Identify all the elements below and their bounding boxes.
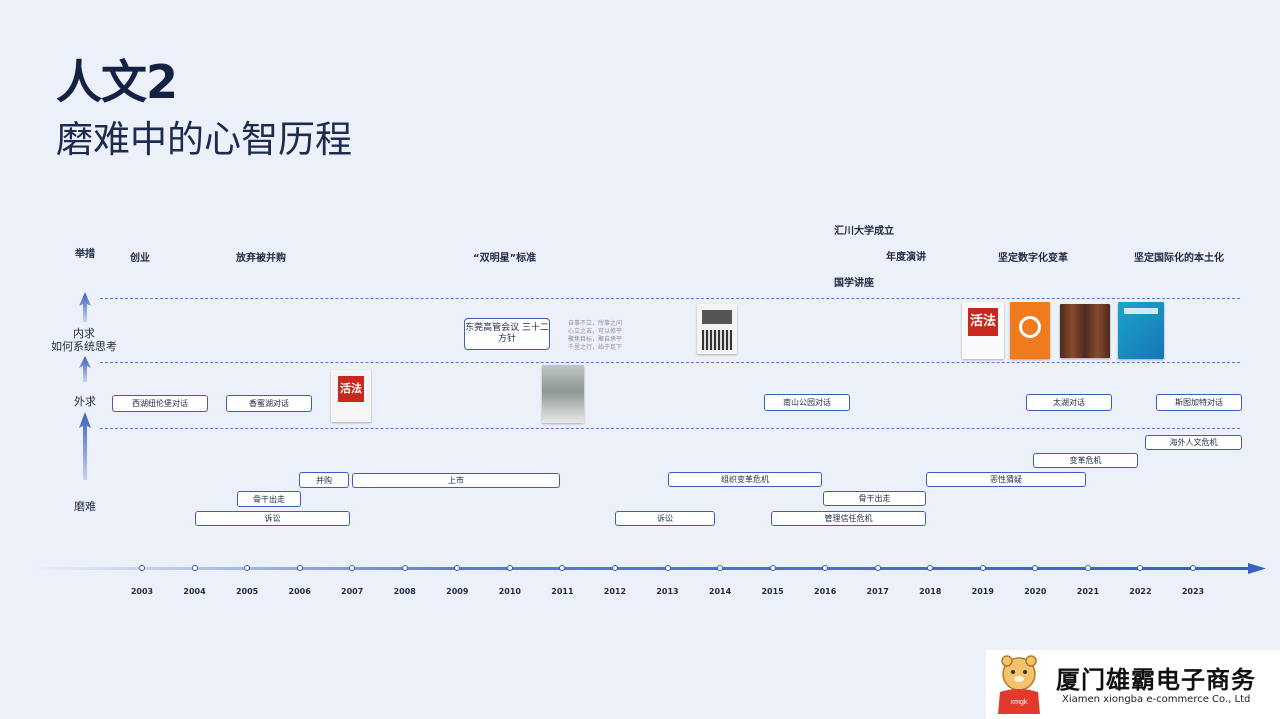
hardship-event-box: 诉讼 xyxy=(615,511,715,526)
svg-text:xmgk: xmgk xyxy=(1011,699,1028,706)
year-label: 2021 xyxy=(1076,587,1100,596)
outer-event-box: 太湖对话 xyxy=(1026,394,1112,411)
year-label: 2019 xyxy=(971,587,994,596)
row-label-inner: 内求 如何系统思考 xyxy=(51,327,117,353)
arrow-right-icon xyxy=(1248,563,1266,574)
arrow-up-icon xyxy=(79,292,91,322)
year-label: 2005 xyxy=(235,587,259,596)
timeline-tick xyxy=(296,565,303,571)
timeline-tick xyxy=(1032,565,1039,571)
hardship-event-box: 恶性猜疑 xyxy=(926,472,1086,487)
timeline-tick xyxy=(822,565,829,571)
year-label: 2011 xyxy=(551,587,574,596)
row-label-outer: 外求 xyxy=(74,395,96,408)
timeline-tick xyxy=(927,565,934,571)
outer-event-box: 南山公园对话 xyxy=(764,394,850,411)
hardship-event-box: 管理信任危机 xyxy=(771,511,926,526)
book-cover xyxy=(1118,302,1164,359)
measure-label: 坚定国际化的本土化 xyxy=(1134,253,1224,264)
row-label-hardship: 磨难 xyxy=(74,500,96,513)
inner-event-box: 东莞高管会议 三十二方针 xyxy=(464,318,550,350)
timeline-tick xyxy=(1084,565,1091,571)
timeline-tick xyxy=(139,565,145,571)
book-cover: 活法 xyxy=(962,302,1004,359)
measure-label: 创业 xyxy=(130,253,150,264)
brand-english: Xiamen xiongba e-commerce Co., Ltd xyxy=(1062,694,1251,705)
year-label: 2015 xyxy=(761,587,784,596)
row-divider xyxy=(100,362,1240,363)
year-label: 2020 xyxy=(1024,587,1047,596)
timeline-tick xyxy=(874,565,881,571)
row-divider xyxy=(100,298,1240,299)
measure-label: 年度演讲 xyxy=(886,252,926,263)
timeline-axis xyxy=(30,563,1266,574)
measure-label: 坚定数字化变革 xyxy=(998,253,1068,264)
timeline-tick xyxy=(611,565,618,571)
book-cover xyxy=(542,365,584,423)
timeline-tick xyxy=(454,565,461,571)
year-label: 2012 xyxy=(603,587,627,596)
arrow-up-icon xyxy=(79,412,91,480)
arrow-up-icon xyxy=(79,356,91,382)
book-cover xyxy=(1010,302,1050,359)
hardship-event-box: 并购 xyxy=(299,472,349,488)
hardship-event-box: 变革危机 xyxy=(1033,453,1138,468)
hardship-event-box: 上市 xyxy=(352,473,560,488)
year-label: 2008 xyxy=(393,587,416,596)
measure-label: 放弃被并购 xyxy=(236,253,286,264)
year-label: 2009 xyxy=(446,587,469,596)
measure-label: 国学讲座 xyxy=(834,278,874,289)
inner-note: 自事不立，所事之问 心立之苦，可以修平 聚焦目标，聚自承平 千里之行，始于足下 xyxy=(568,320,623,351)
outer-event-box: 香蜜湖对话 xyxy=(226,395,312,412)
book-set-cover xyxy=(1060,304,1110,358)
year-label: 2013 xyxy=(656,587,679,596)
timeline-tick xyxy=(664,565,671,571)
timeline-tick xyxy=(244,565,251,571)
year-label: 2016 xyxy=(814,587,837,596)
hardship-event-box: 骨干出走 xyxy=(823,491,926,506)
timeline-tick xyxy=(401,565,408,571)
timeline-tick xyxy=(769,565,776,571)
year-label: 2004 xyxy=(183,587,206,596)
timeline-tick xyxy=(979,565,986,571)
measure-label: 汇川大学成立 xyxy=(834,226,894,237)
vertical-arrows xyxy=(79,292,91,480)
hardship-event-box: 骨干出走 xyxy=(237,491,301,507)
year-label: 2018 xyxy=(919,587,942,596)
hardship-event-box: 海外人文危机 xyxy=(1145,435,1242,450)
year-label: 2014 xyxy=(708,587,732,596)
hardship-event-box: 组织变革危机 xyxy=(668,472,822,487)
timeline-tick xyxy=(1190,565,1196,571)
outer-event-box: 斯图加特对话 xyxy=(1156,394,1242,411)
timeline-tick xyxy=(191,565,198,571)
row-divider xyxy=(100,428,1240,429)
book-cover: 活法 xyxy=(331,370,371,422)
timeline-tick xyxy=(1137,565,1144,571)
timeline-tick xyxy=(349,565,356,571)
measure-label: “双明星”标准 xyxy=(473,253,537,264)
year-label: 2003 xyxy=(130,587,154,596)
brand-watermark: xmgk 厦门雄霸电子商务 Xiamen xiongba e-commerce … xyxy=(986,650,1280,719)
brand-name: 厦门雄霸电子商务 xyxy=(1056,666,1256,694)
year-label: 2006 xyxy=(288,587,311,596)
book-cover xyxy=(697,304,737,354)
year-label: 2010 xyxy=(498,587,521,596)
outer-event-box: 西湖纽伦堡对话 xyxy=(112,395,208,412)
year-label: 2007 xyxy=(341,587,364,596)
year-label: 2017 xyxy=(866,587,889,596)
page-subtitle: 磨难中的心智历程 xyxy=(56,118,352,161)
hardship-event-box: 诉讼 xyxy=(195,511,350,526)
page-title: 人文2 xyxy=(56,55,178,109)
bear-mascot-icon: xmgk xyxy=(998,655,1040,714)
timeline-tick xyxy=(559,565,566,571)
year-label: 2022 xyxy=(1129,587,1152,596)
row-label-measures: 举措 xyxy=(75,249,95,260)
timeline-tick xyxy=(717,565,724,571)
year-label: 2023 xyxy=(1181,587,1205,596)
timeline-tick xyxy=(506,565,513,571)
